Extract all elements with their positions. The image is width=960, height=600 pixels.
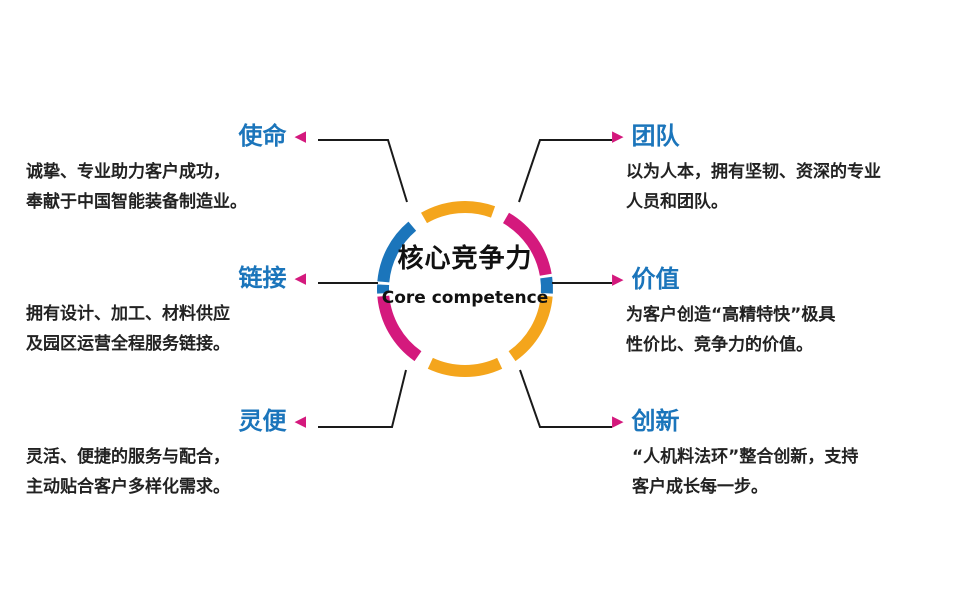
item-title: 链接	[238, 264, 287, 292]
center-title: 核心竞争力	[397, 244, 533, 274]
arrow-left-icon: ◀	[294, 127, 306, 145]
item-title: 使命	[238, 122, 287, 150]
connector-line	[318, 139, 408, 203]
item-desc-line: 为客户创造“高精特快”极具	[626, 305, 836, 325]
ring-segment-upper-right	[502, 212, 552, 276]
item-desc-line: 及园区运营全程服务链接。	[26, 334, 230, 354]
connector-line	[519, 369, 612, 428]
ring-segment-right	[540, 276, 553, 294]
ring-segment-top	[421, 201, 496, 224]
ring-segment-bottom	[427, 357, 503, 377]
item-flexible: 灵便 ◀ 灵活、便捷的服务与配合， 主动贴合客户多样化需求。	[26, 406, 326, 502]
item-title: 团队	[631, 122, 680, 150]
connector-lines	[318, 139, 612, 428]
core-ring	[377, 201, 553, 377]
item-desc-line: 奉献于中国智能装备制造业。	[26, 192, 247, 212]
item-desc-line: 主动贴合客户多样化需求。	[26, 477, 230, 497]
item-desc-line: “人机料法环”整合创新，支持	[632, 447, 859, 467]
item-desc-line: 人员和团队。	[626, 192, 728, 212]
arrow-right-icon: ▶	[612, 127, 624, 145]
connector-line	[518, 139, 612, 203]
item-desc-line: 客户成长每一步。	[632, 477, 768, 497]
item-desc-line: 以为人本，拥有坚韧、资深的专业	[626, 162, 881, 182]
item-desc-line: 拥有设计、加工、材料供应	[26, 304, 230, 324]
ring-segment-lower-left	[377, 295, 422, 362]
item-title: 价值	[631, 265, 680, 293]
center-subtitle: Core competence	[381, 288, 549, 308]
item-desc-line: 诚挚、专业助力客户成功，	[26, 162, 230, 182]
item-mission: 使命 ◀ 诚挚、专业助力客户成功， 奉献于中国智能装备制造业。	[26, 121, 326, 217]
item-title: 创新	[631, 407, 680, 435]
arrow-right-icon: ▶	[612, 270, 624, 288]
ring-segment-lower-right	[508, 295, 553, 362]
item-title: 灵便	[238, 407, 287, 435]
ring-segment-left	[377, 221, 417, 283]
item-team: ▶ 团队 以为人本，拥有坚韧、资深的专业 人员和团队。	[612, 121, 952, 217]
item-desc-line: 性价比、竞争力的价值。	[626, 335, 813, 355]
item-innovation: ▶ 创新 “人机料法环”整合创新，支持 客户成长每一步。	[612, 406, 952, 502]
arrow-left-icon: ◀	[294, 412, 306, 430]
arrow-right-icon: ▶	[612, 412, 624, 430]
connector-line	[318, 369, 407, 428]
item-value: ▶ 价值 为客户创造“高精特快”极具 性价比、竞争力的价值。	[612, 264, 952, 360]
arrow-left-icon: ◀	[294, 269, 306, 287]
item-desc-line: 灵活、便捷的服务与配合，	[26, 447, 230, 467]
item-link: 链接 ◀ 拥有设计、加工、材料供应 及园区运营全程服务链接。	[26, 263, 326, 359]
